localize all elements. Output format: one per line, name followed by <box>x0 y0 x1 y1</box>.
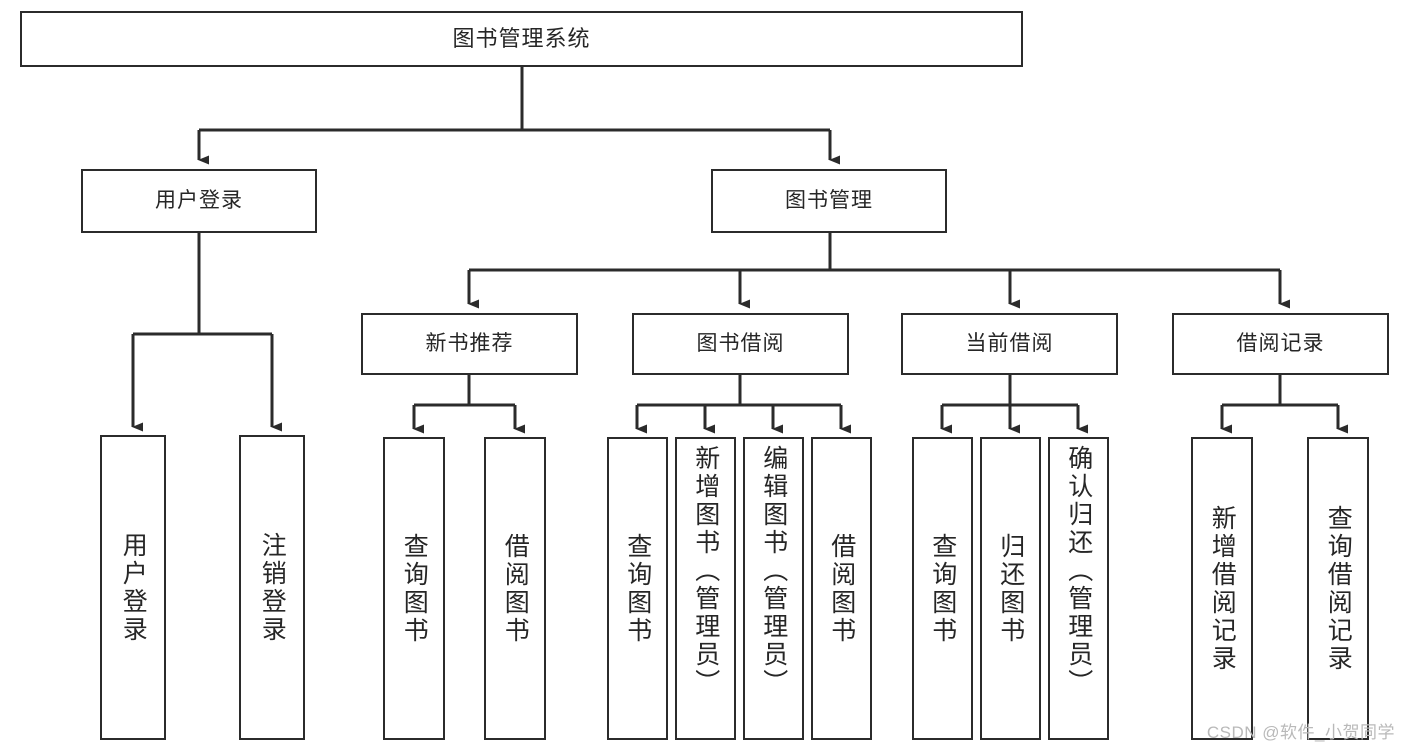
node-query-book-borrow[interactable]: 查询图书 <box>607 437 668 740</box>
node-user-login-action[interactable]: 用户登录 <box>100 435 166 740</box>
node-current-borrow[interactable]: 当前借阅 <box>901 313 1118 375</box>
node-label: 查询图书 <box>400 532 429 645</box>
node-add-borrow-record[interactable]: 新增借阅记录 <box>1191 437 1253 740</box>
node-label: 查询图书 <box>928 532 957 645</box>
node-user-logout-action[interactable]: 注销登录 <box>239 435 305 740</box>
node-label: 确认归还（管理员） <box>1064 445 1093 697</box>
node-label: 查询图书 <box>623 532 652 645</box>
node-add-book-admin[interactable]: 新增图书（管理员） <box>675 437 736 740</box>
node-confirm-return-admin[interactable]: 确认归还（管理员） <box>1048 437 1109 740</box>
node-book-management[interactable]: 图书管理 <box>711 169 947 233</box>
node-label: 注销登录 <box>258 531 287 644</box>
node-new-book-recommend[interactable]: 新书推荐 <box>361 313 578 375</box>
node-return-book[interactable]: 归还图书 <box>980 437 1041 740</box>
node-label: 归还图书 <box>996 532 1025 645</box>
node-user-login[interactable]: 用户登录 <box>81 169 317 233</box>
node-label: 图书管理 <box>785 188 873 212</box>
node-label: 查询借阅记录 <box>1324 504 1353 673</box>
node-root-book-management-system[interactable]: 图书管理系统 <box>20 11 1023 67</box>
node-label: 新增借阅记录 <box>1208 504 1237 673</box>
node-label: 当前借阅 <box>965 331 1054 355</box>
node-query-book-recommend[interactable]: 查询图书 <box>383 437 445 740</box>
node-query-book-current[interactable]: 查询图书 <box>912 437 973 740</box>
node-label: 新书推荐 <box>425 331 514 355</box>
node-label: 图书管理系统 <box>452 26 591 52</box>
node-book-borrow[interactable]: 图书借阅 <box>632 313 849 375</box>
node-label: 借阅图书 <box>827 532 856 645</box>
node-label: 用户登录 <box>119 531 148 644</box>
node-borrow-record[interactable]: 借阅记录 <box>1172 313 1389 375</box>
node-label: 借阅记录 <box>1236 331 1325 355</box>
node-edit-book-admin[interactable]: 编辑图书（管理员） <box>743 437 804 740</box>
node-label: 用户登录 <box>155 188 243 212</box>
node-borrow-book-recommend[interactable]: 借阅图书 <box>484 437 546 740</box>
node-label: 借阅图书 <box>501 532 530 645</box>
node-label: 编辑图书（管理员） <box>759 445 788 697</box>
node-label: 新增图书（管理员） <box>691 445 720 697</box>
node-query-borrow-record[interactable]: 查询借阅记录 <box>1307 437 1369 740</box>
node-label: 图书借阅 <box>696 331 785 355</box>
csdn-watermark: CSDN @软件_小贺同学 <box>1206 723 1395 742</box>
node-borrow-book-action[interactable]: 借阅图书 <box>811 437 872 740</box>
